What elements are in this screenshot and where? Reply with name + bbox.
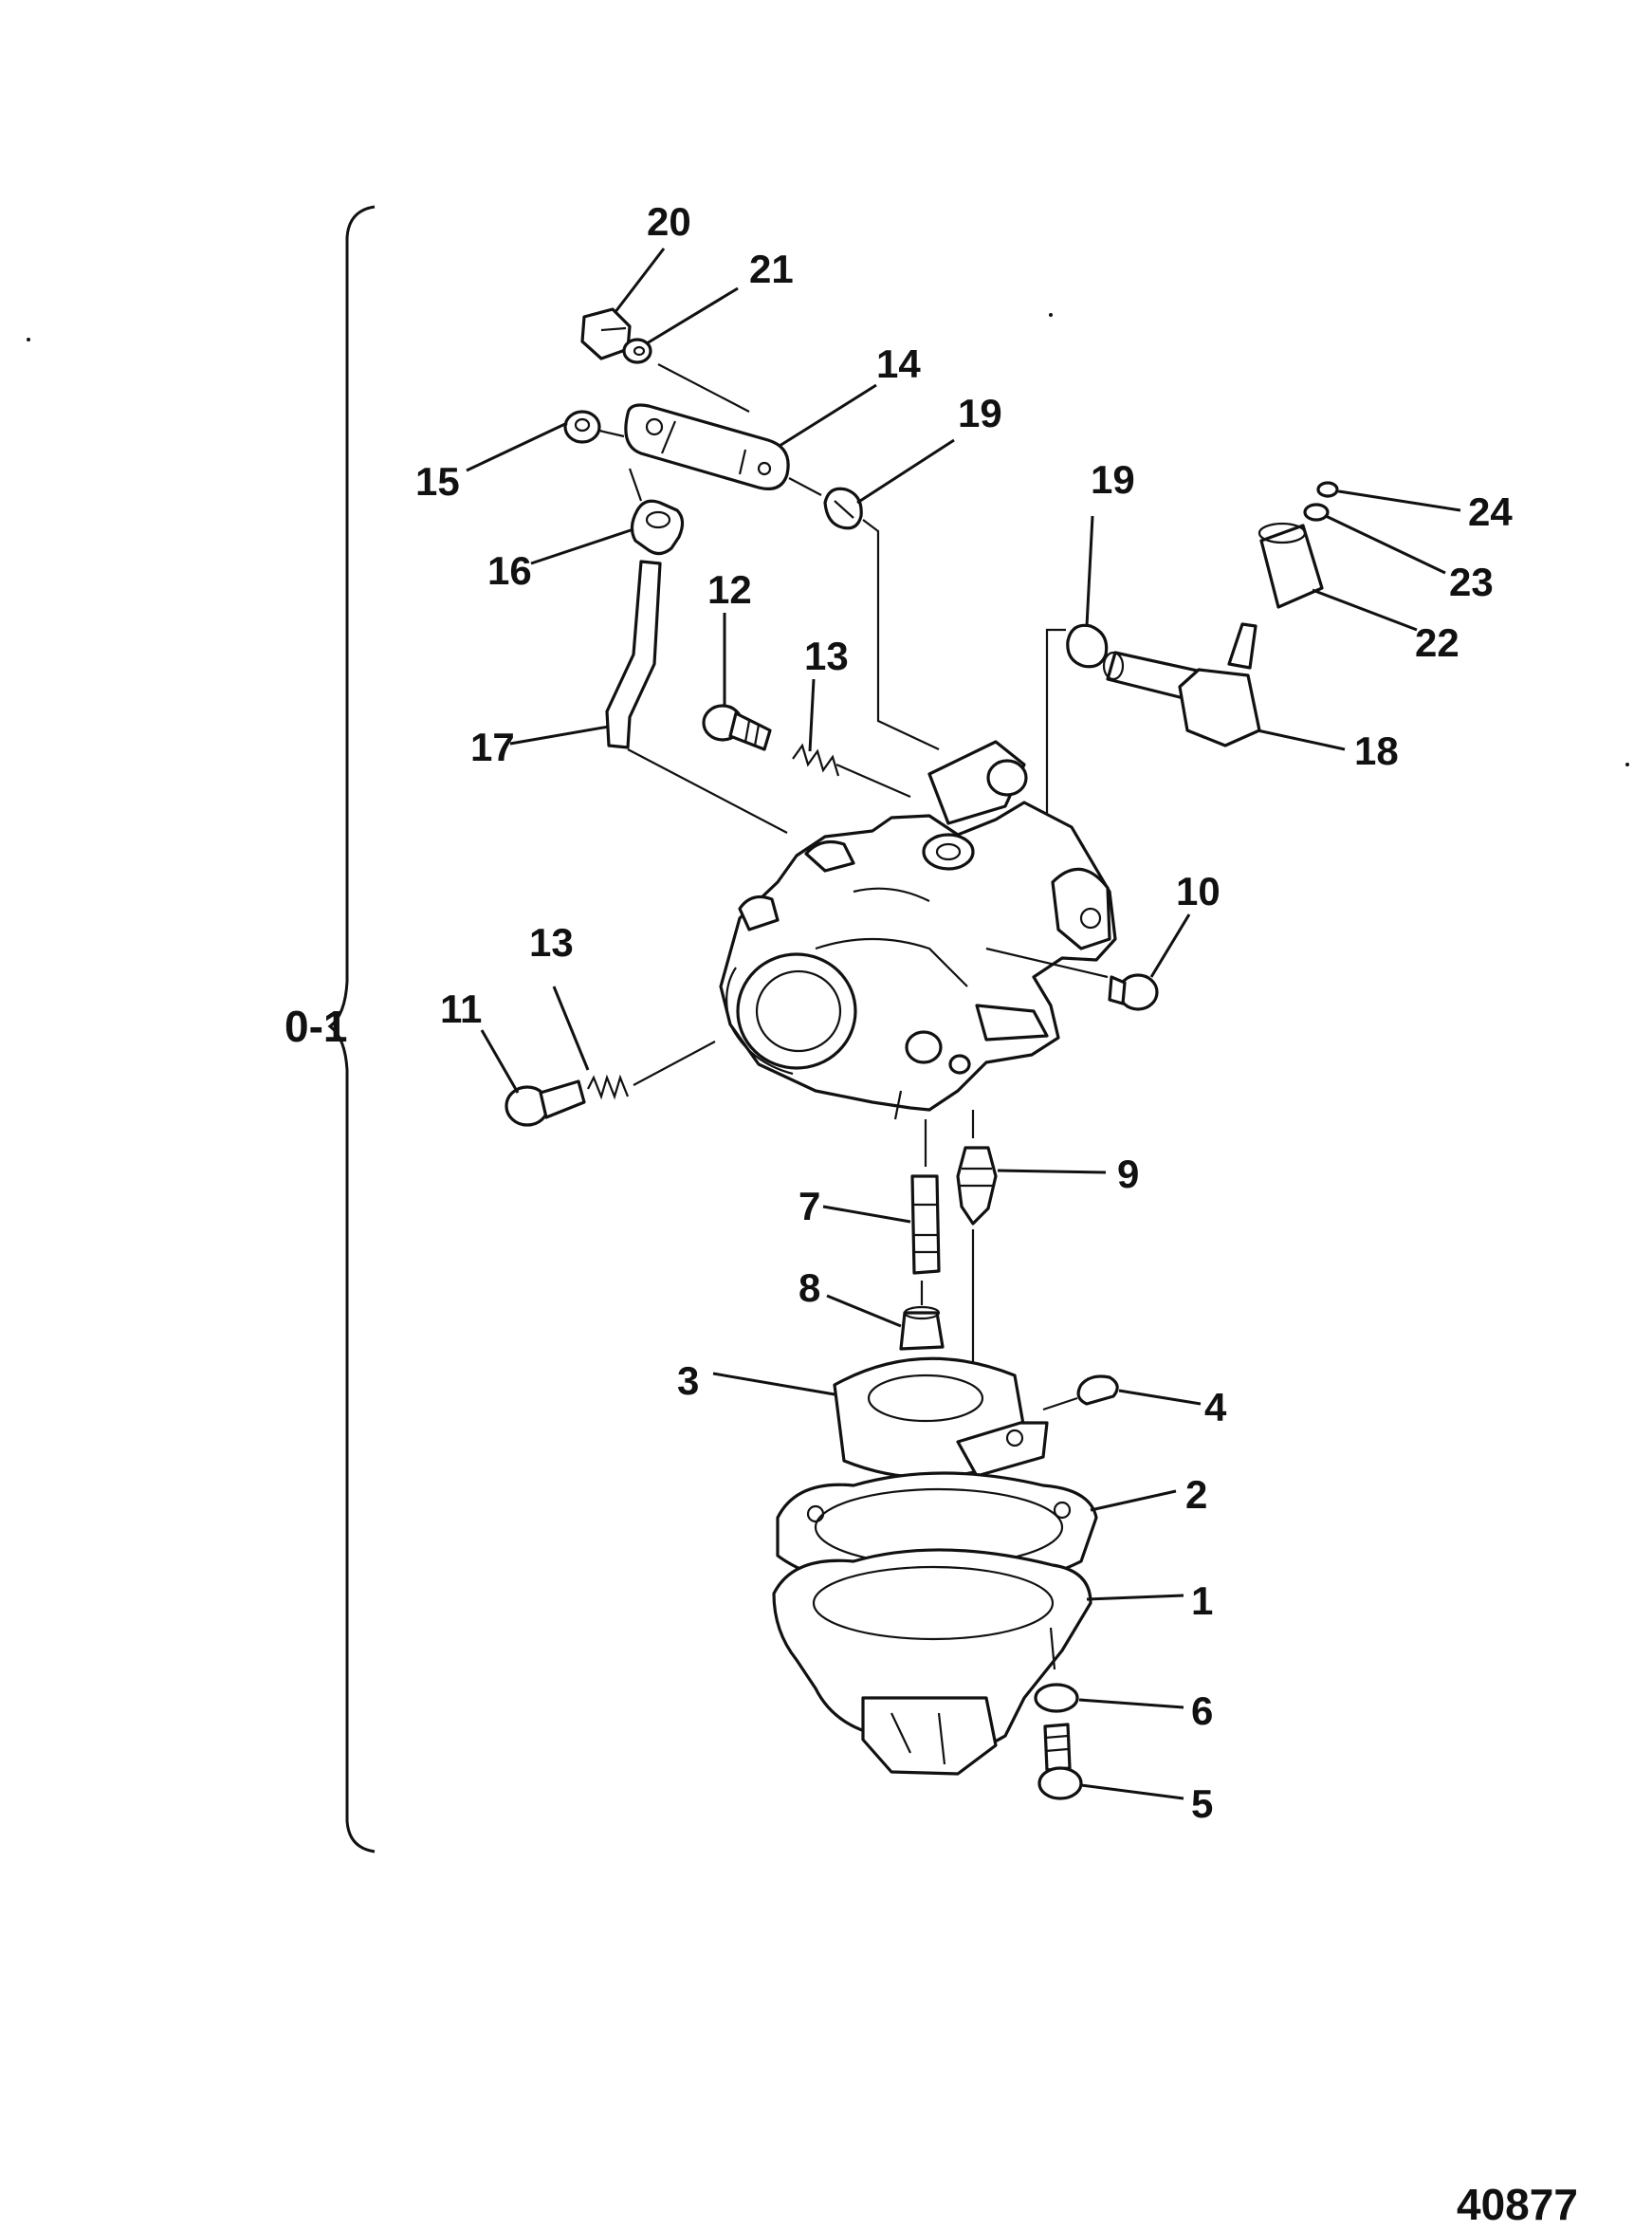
- callout-2: 2: [1185, 1472, 1207, 1517]
- callout-10: 10: [1176, 869, 1221, 913]
- callout-8: 8: [798, 1265, 820, 1310]
- part-8-plug: [899, 1305, 945, 1351]
- part-22-sleeve: [1257, 522, 1324, 609]
- callout-16: 16: [487, 548, 532, 593]
- callout-7: 7: [798, 1184, 820, 1228]
- assembly-label: 0-1: [285, 1002, 347, 1051]
- scan-speck: [1625, 763, 1629, 766]
- part-24-screw: [1316, 481, 1351, 498]
- part-16-bushing: [630, 499, 685, 556]
- scan-speck: [1049, 313, 1053, 317]
- part-23-washer: [1303, 503, 1330, 522]
- part-4-float-pin: [1076, 1374, 1119, 1406]
- carburetor-body: [719, 740, 1117, 1120]
- callout-18: 18: [1354, 728, 1399, 773]
- scan-speck: [27, 338, 30, 341]
- leader-lines: [466, 248, 1461, 1800]
- callout-14: 14: [876, 341, 921, 386]
- part-19-clip-right: [1066, 623, 1109, 669]
- part-3-float: [833, 1356, 1049, 1480]
- part-21-washer: [622, 338, 652, 364]
- part-18-throttle-arm: [1102, 622, 1261, 747]
- part-12-screw: [702, 704, 772, 751]
- callout-9: 9: [1117, 1152, 1139, 1196]
- callout-20: 20: [647, 199, 691, 244]
- callout-24: 24: [1468, 489, 1513, 534]
- callout-19b: 19: [1091, 457, 1135, 502]
- part-5-bolt: [1037, 1723, 1083, 1800]
- callout-12: 12: [707, 567, 752, 612]
- part-7-jet: [910, 1174, 941, 1275]
- callout-1: 1: [1191, 1578, 1213, 1623]
- callout-15: 15: [415, 459, 460, 504]
- part-19-clip-upper: [823, 487, 863, 530]
- callout-19a: 19: [958, 391, 1002, 435]
- part-6-washer: [1034, 1683, 1079, 1713]
- figure-id: 40877: [1457, 2180, 1578, 2229]
- part-1-float-bowl: [772, 1548, 1092, 1776]
- callout-22: 22: [1415, 620, 1459, 665]
- callout-3: 3: [677, 1358, 699, 1403]
- callout-11: 11: [440, 986, 482, 1031]
- part-15-bolt: [563, 410, 601, 444]
- callout-4: 4: [1204, 1385, 1227, 1429]
- callout-21: 21: [749, 247, 794, 291]
- part-13-spring-upper: [792, 743, 840, 777]
- callout-13a: 13: [804, 634, 849, 678]
- part-14-link-arm: [624, 403, 790, 490]
- part-9-needle-valve: [956, 1146, 998, 1226]
- part-11-screw: [505, 1079, 586, 1127]
- part-17-throttle-rod: [605, 560, 662, 749]
- part-13-spring-lower: [587, 1074, 630, 1100]
- callout-23: 23: [1449, 560, 1494, 604]
- callout-17: 17: [470, 725, 515, 769]
- callout-6: 6: [1191, 1688, 1213, 1733]
- callout-13b: 13: [529, 920, 574, 965]
- assembly-brace: [327, 205, 376, 1853]
- callout-5: 5: [1191, 1781, 1213, 1826]
- part-10-screw: [1108, 973, 1159, 1011]
